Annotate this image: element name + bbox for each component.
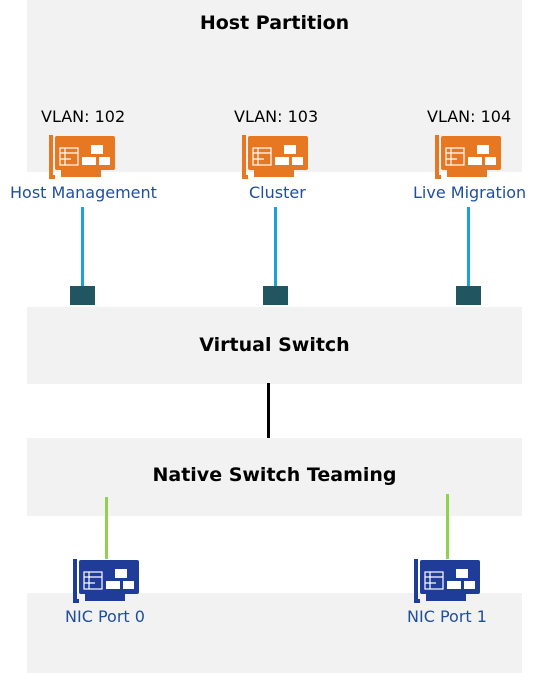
switch-teaming-panel: Native Switch Teaming	[27, 438, 522, 516]
adapter-label-cluster: Cluster	[249, 183, 306, 202]
adapter-label-live-migration: Live Migration	[413, 183, 527, 202]
vnic-link-line	[274, 207, 277, 287]
adapter-label-host-management: Host Management	[10, 183, 157, 202]
network-adapter-icon	[412, 557, 482, 603]
vlan-label-cluster: VLAN: 103	[234, 107, 319, 126]
vnic-link-line	[467, 207, 470, 287]
network-adapter-icon	[47, 133, 117, 179]
virtual-switch-panel: Virtual Switch	[27, 307, 522, 384]
vlan-label-live-migration: VLAN: 104	[427, 107, 512, 126]
physical-nic-panel	[27, 593, 522, 673]
host-partition-title: Host Partition	[199, 12, 350, 34]
network-adapter-icon	[240, 133, 310, 179]
vlan-label-host-management: VLAN: 102	[41, 107, 126, 126]
switch-port	[263, 286, 288, 305]
switch-port	[70, 286, 95, 305]
vnic-link-line	[81, 207, 84, 287]
switch-teaming-title: Native Switch Teaming	[152, 464, 397, 486]
switch-port	[456, 286, 481, 305]
nic-port-0-label: NIC Port 0	[65, 607, 145, 626]
network-adapter-icon	[433, 133, 503, 179]
nic-link-line	[105, 497, 108, 559]
switch-team-link-line	[267, 383, 270, 439]
network-adapter-icon	[71, 557, 141, 603]
nic-link-line	[446, 494, 449, 559]
virtual-switch-title: Virtual Switch	[199, 334, 350, 356]
nic-port-1-label: NIC Port 1	[407, 607, 487, 626]
